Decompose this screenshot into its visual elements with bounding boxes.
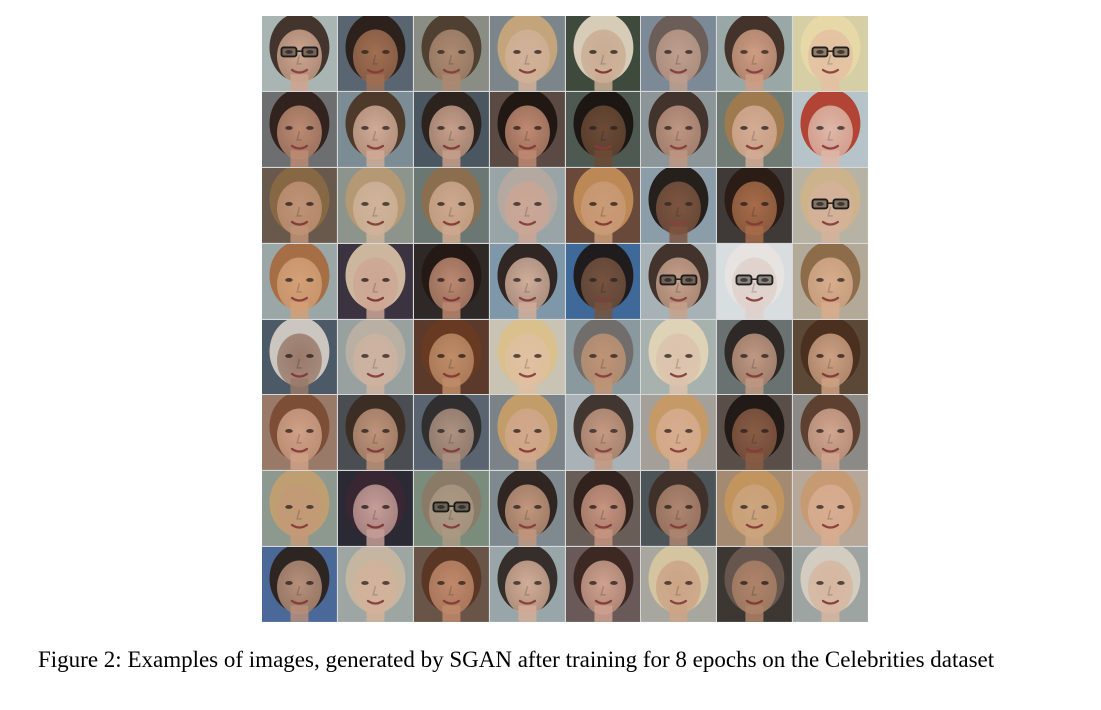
face-image xyxy=(793,547,868,622)
face-image xyxy=(793,167,868,243)
face-image xyxy=(262,167,337,243)
face-image xyxy=(337,471,413,547)
face-image xyxy=(641,547,717,622)
face-image xyxy=(793,243,868,319)
face-image xyxy=(262,471,337,547)
face-image xyxy=(413,16,489,91)
face-image xyxy=(717,471,793,547)
face-image xyxy=(262,547,337,622)
face-image xyxy=(489,16,565,91)
face-image xyxy=(641,471,717,547)
face-image xyxy=(489,395,565,471)
face-image xyxy=(641,243,717,319)
face-image xyxy=(489,243,565,319)
face-image xyxy=(565,243,641,319)
face-image xyxy=(489,167,565,243)
face-image xyxy=(262,91,337,167)
face-image xyxy=(489,471,565,547)
face-image xyxy=(793,319,868,395)
face-image xyxy=(262,319,337,395)
face-image xyxy=(489,319,565,395)
face-image xyxy=(565,91,641,167)
face-image xyxy=(489,547,565,622)
face-image xyxy=(717,547,793,622)
face-image xyxy=(262,395,337,471)
face-image xyxy=(413,243,489,319)
face-image xyxy=(337,167,413,243)
face-image xyxy=(717,243,793,319)
face-image xyxy=(413,167,489,243)
face-image xyxy=(565,167,641,243)
face-image xyxy=(793,16,868,91)
face-image xyxy=(717,395,793,471)
figure-caption: Figure 2: Examples of images, generated … xyxy=(38,647,995,672)
face-image xyxy=(565,395,641,471)
face-image xyxy=(641,91,717,167)
face-image xyxy=(717,167,793,243)
face-image xyxy=(641,16,717,91)
face-image xyxy=(413,319,489,395)
face-image xyxy=(717,91,793,167)
face-image xyxy=(793,91,868,167)
face-image xyxy=(337,243,413,319)
face-image xyxy=(717,319,793,395)
face-image xyxy=(262,16,337,91)
face-image xyxy=(565,16,641,91)
face-image xyxy=(793,395,868,471)
face-image xyxy=(793,471,868,547)
face-image xyxy=(565,471,641,547)
face-image xyxy=(489,91,565,167)
face-image xyxy=(717,16,793,91)
face-image xyxy=(565,319,641,395)
face-image xyxy=(413,547,489,622)
face-image xyxy=(641,395,717,471)
face-image xyxy=(641,167,717,243)
generated-faces-grid xyxy=(262,16,868,622)
face-image xyxy=(337,319,413,395)
face-image xyxy=(413,91,489,167)
face-image xyxy=(413,471,489,547)
face-image xyxy=(641,319,717,395)
face-image xyxy=(565,547,641,622)
face-image xyxy=(337,16,413,91)
face-image xyxy=(337,547,413,622)
face-image xyxy=(262,243,337,319)
face-image xyxy=(337,91,413,167)
face-image xyxy=(337,395,413,471)
face-image xyxy=(413,395,489,471)
